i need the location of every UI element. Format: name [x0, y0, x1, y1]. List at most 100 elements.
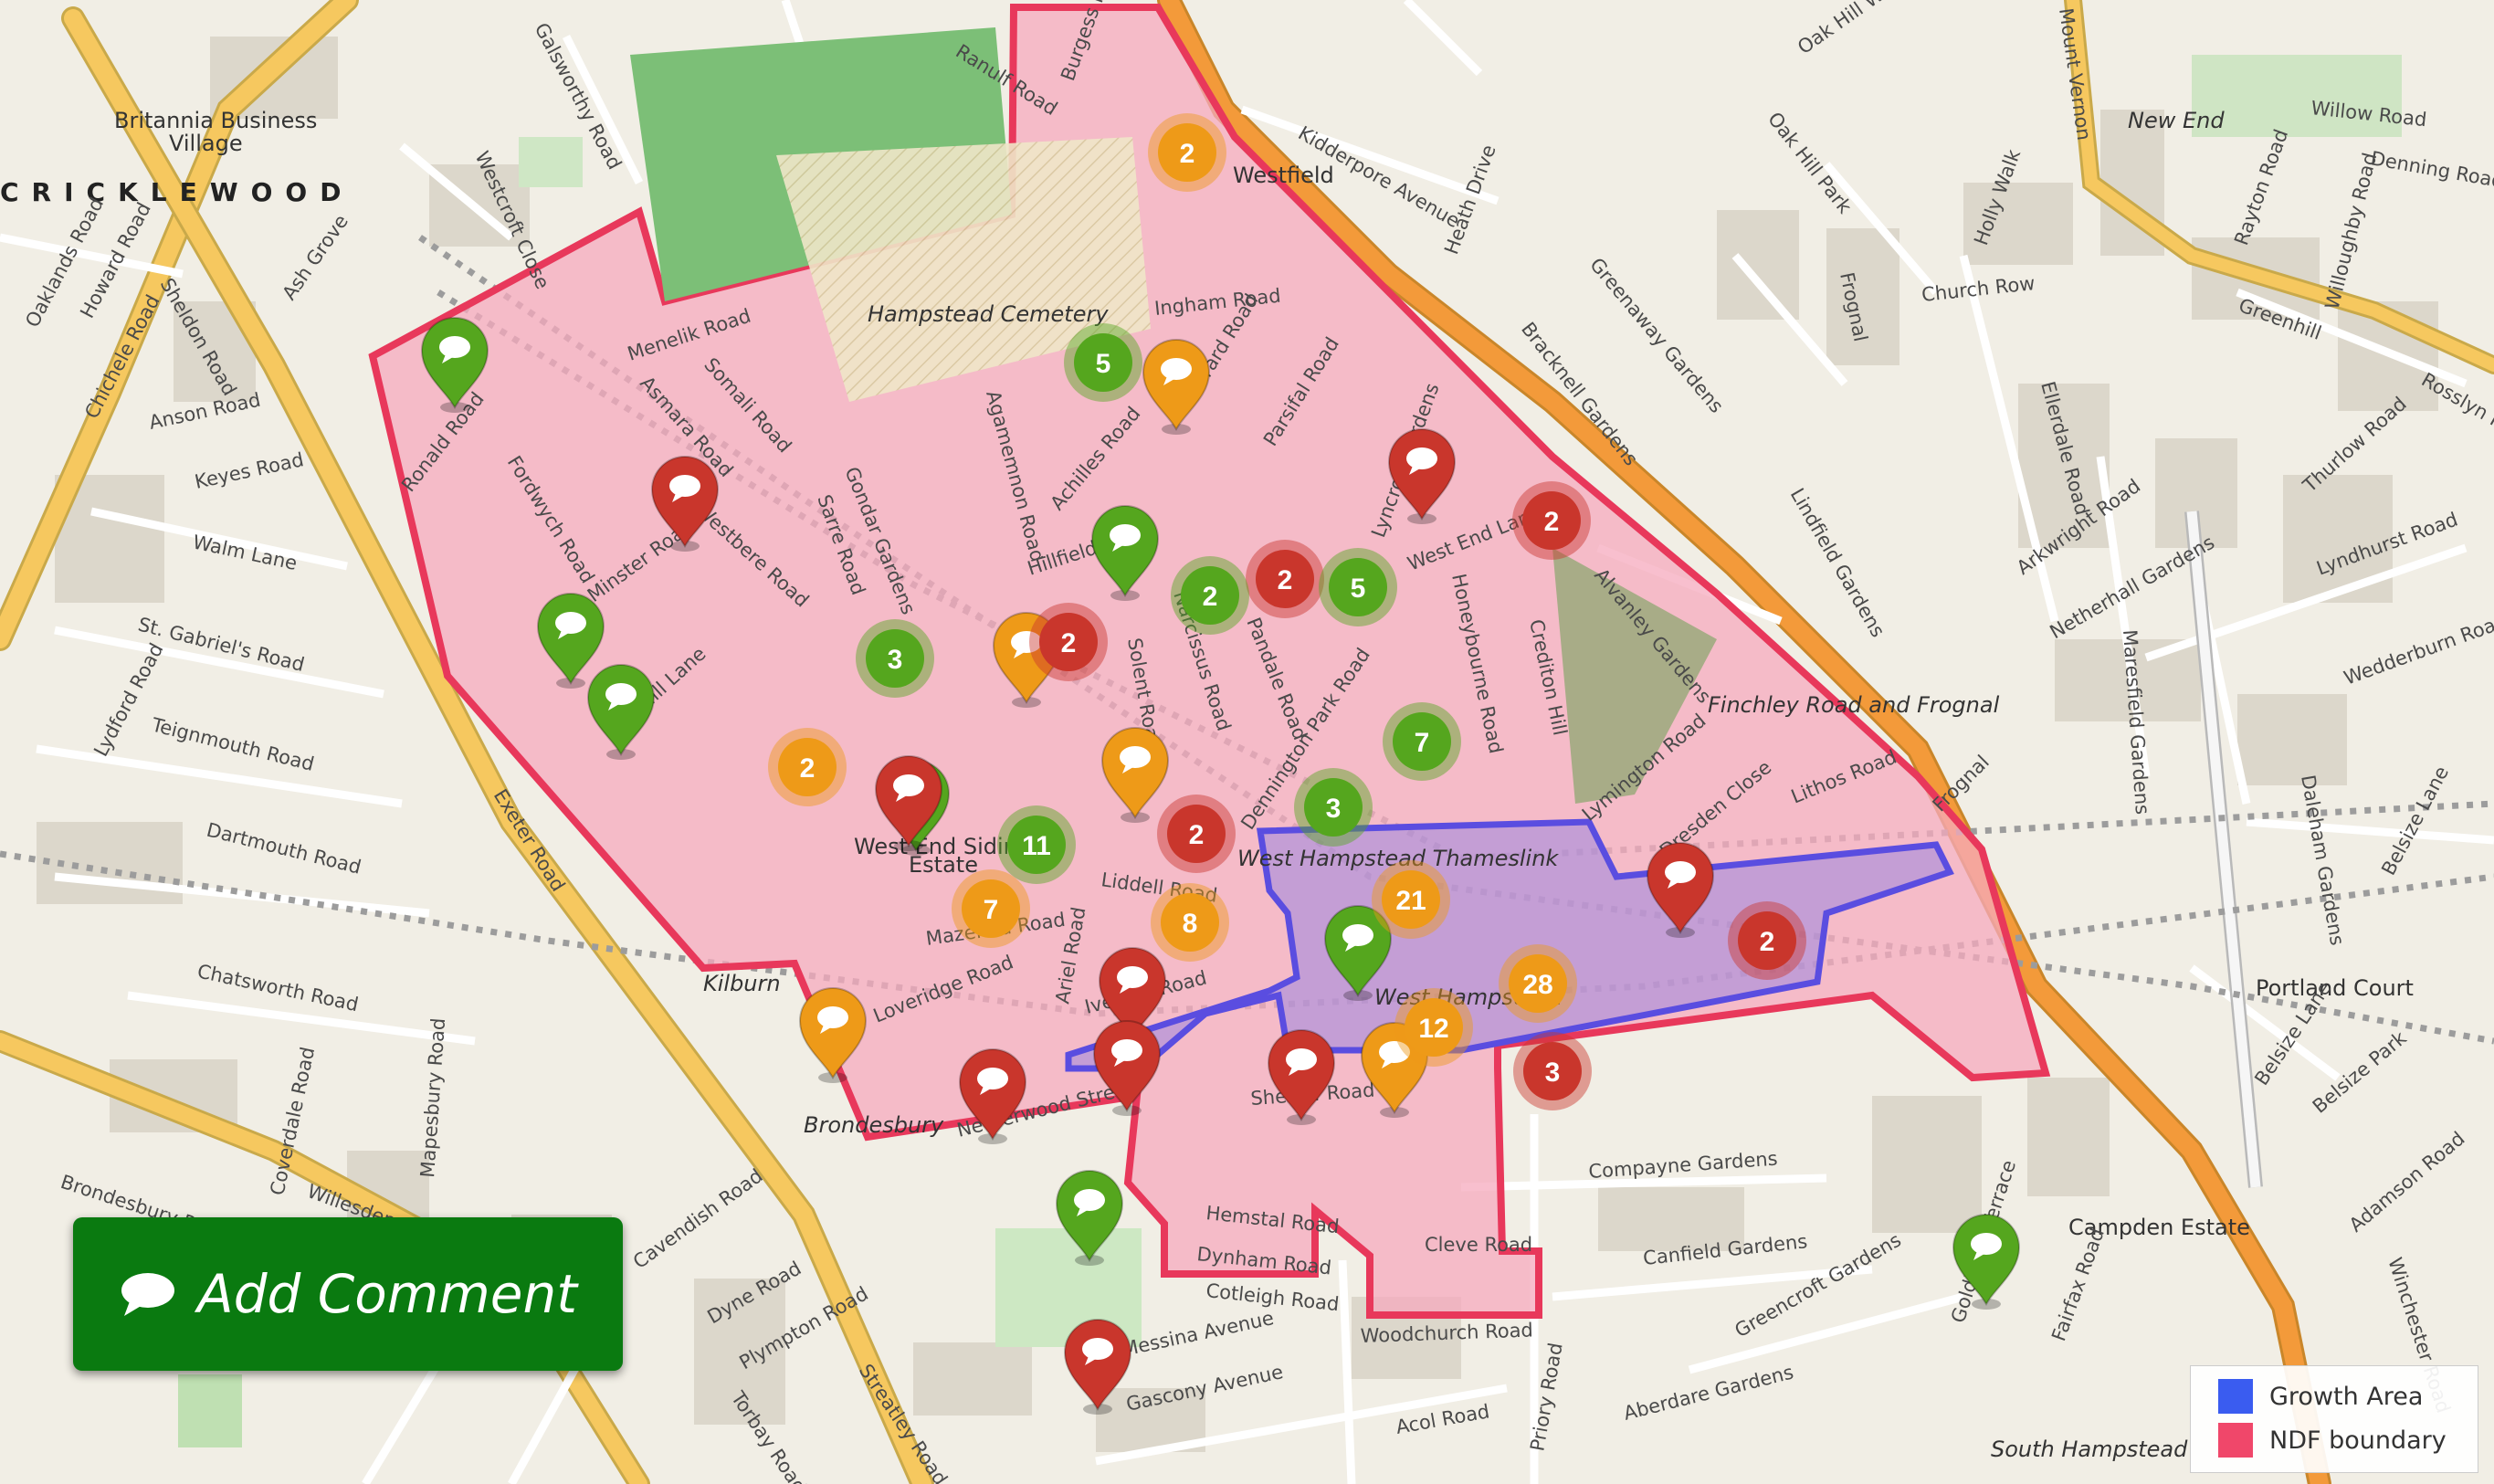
comment-marker-red[interactable]: [958, 1048, 1027, 1144]
place-label-kilburn: Kilburn: [703, 971, 781, 996]
cluster-green[interactable]: 2: [1171, 556, 1249, 635]
cluster-orange[interactable]: 12: [1394, 988, 1473, 1067]
place-label-new-end: New End: [2128, 108, 2225, 133]
cluster-count: 2: [1278, 565, 1293, 595]
cluster-count: 2: [1189, 820, 1205, 850]
place-label-westfield: Westfield: [1233, 163, 1334, 188]
comment-marker-red[interactable]: [874, 755, 943, 851]
speech-bubble-icon: [121, 1273, 175, 1316]
cluster-count: 21: [1395, 886, 1426, 916]
cluster-count: 2: [1760, 927, 1775, 957]
comment-marker-orange[interactable]: [992, 612, 1061, 708]
speech-bubble-icon: [555, 612, 586, 639]
cluster-count: 2: [1203, 582, 1218, 612]
green-wedge: [1552, 548, 1717, 804]
cluster-count: 2: [1544, 507, 1560, 537]
comment-marker-green[interactable]: [1090, 505, 1160, 601]
comment-marker-orange[interactable]: [798, 987, 868, 1083]
growth-area: [1065, 818, 1954, 1072]
cluster-orange[interactable]: 7: [952, 869, 1030, 948]
cluster-red[interactable]: 2: [1246, 540, 1324, 618]
place-label-west-end-sidings-2: Estate: [909, 852, 978, 878]
cluster-count: 12: [1418, 1014, 1448, 1044]
speech-bubble-icon: [605, 683, 637, 710]
hampstead-cemetery-area: [776, 137, 1151, 402]
comment-marker-orange[interactable]: [1142, 339, 1211, 435]
legend-label-ndf-boundary: NDF boundary: [2269, 1426, 2447, 1455]
speech-bubble-icon: [1161, 358, 1192, 385]
cluster-green[interactable]: 5: [1064, 323, 1142, 402]
cluster-red[interactable]: 2: [1029, 603, 1108, 681]
comment-marker-red[interactable]: [1098, 947, 1167, 1043]
comment-marker-red[interactable]: [1387, 428, 1457, 524]
comment-marker-green[interactable]: [1323, 905, 1393, 1001]
place-label-south-hampstead: South Hampstead: [1991, 1437, 2188, 1462]
speech-bubble-icon: [439, 336, 470, 363]
cluster-green[interactable]: 3: [1294, 768, 1373, 847]
cluster-orange[interactable]: 8: [1151, 883, 1229, 962]
comment-marker-red[interactable]: [1063, 1319, 1132, 1415]
comment-marker-red[interactable]: [650, 456, 720, 552]
cluster-green[interactable]: 3: [856, 619, 934, 698]
speech-bubble-icon: [1117, 966, 1148, 994]
legend-swatch-growth-area: [2218, 1379, 2253, 1414]
cluster-orange[interactable]: 2: [768, 728, 847, 806]
place-label-portland-court: Portland Court: [2256, 975, 2414, 1001]
cluster-green[interactable]: 7: [1383, 702, 1461, 781]
cluster-count: 28: [1522, 970, 1552, 1000]
speech-bubble-icon: [1665, 861, 1696, 889]
cluster-green[interactable]: 11: [997, 805, 1076, 884]
comment-marker-green[interactable]: [1055, 1170, 1124, 1266]
speech-bubble-icon: [817, 1006, 848, 1034]
cluster-red[interactable]: 2: [1157, 795, 1236, 873]
comment-marker-red[interactable]: [1646, 842, 1715, 938]
comment-marker-red[interactable]: [1092, 1020, 1162, 1116]
road-label: Cleve Road: [1425, 1234, 1532, 1256]
cluster-orange[interactable]: 28: [1499, 944, 1577, 1023]
speech-bubble-icon: [1110, 524, 1141, 552]
speech-bubble-icon: [669, 475, 700, 502]
speech-bubble-icon: [1011, 631, 1042, 658]
cluster-red[interactable]: 2: [1512, 481, 1591, 560]
building-blocks: [37, 37, 2438, 1452]
add-comment-label: Add Comment: [197, 1263, 577, 1325]
cluster-green[interactable]: 5: [1319, 548, 1397, 626]
add-comment-button[interactable]: Add Comment: [73, 1217, 623, 1371]
cluster-count: 5: [1351, 574, 1366, 604]
speech-bubble-icon: [1379, 1041, 1410, 1068]
cluster-count: 3: [1326, 794, 1342, 824]
place-label-cricklewood: CRICKLEWOOD: [0, 177, 353, 207]
cluster-orange[interactable]: 21: [1372, 860, 1450, 939]
cluster-count: 7: [984, 895, 999, 925]
speech-bubble-icon: [1406, 447, 1437, 475]
legend-row-growth-area: Growth Area: [2218, 1379, 2423, 1414]
comment-marker-green[interactable]: [586, 664, 656, 760]
comment-marker-orange[interactable]: [1100, 727, 1170, 823]
comment-marker-green[interactable]: [420, 317, 489, 413]
comment-marker-red[interactable]: [1267, 1029, 1336, 1125]
comment-marker-green[interactable]: [536, 593, 605, 689]
cluster-red[interactable]: 3: [1513, 1032, 1592, 1110]
cluster-count: 7: [1415, 728, 1430, 758]
map-legend: Growth Area NDF boundary: [2190, 1365, 2478, 1473]
speech-bubble-icon: [1286, 1048, 1317, 1076]
cluster-red[interactable]: 2: [1728, 901, 1806, 980]
speech-bubble-icon: [1971, 1233, 2002, 1260]
comment-marker-green[interactable]: [1952, 1214, 2021, 1310]
park-bottom-left: [178, 1374, 242, 1447]
place-label-brondesbury: Brondesbury: [804, 1112, 944, 1138]
place-label-britannia-2: Village: [169, 131, 243, 156]
park-sports: [519, 137, 583, 187]
speech-bubble-icon: [1120, 746, 1151, 774]
cluster-orange[interactable]: 2: [1148, 113, 1226, 192]
cluster-count: 3: [1545, 1058, 1561, 1088]
speech-bubble-icon: [1082, 1338, 1113, 1365]
speech-bubble-icon: [893, 774, 924, 802]
park-top-right: [2192, 55, 2402, 137]
cluster-count: 2: [1180, 139, 1195, 169]
cluster-count: 11: [1022, 831, 1051, 861]
place-label-hampstead-cemetery: Hampstead Cemetery: [868, 301, 1109, 327]
